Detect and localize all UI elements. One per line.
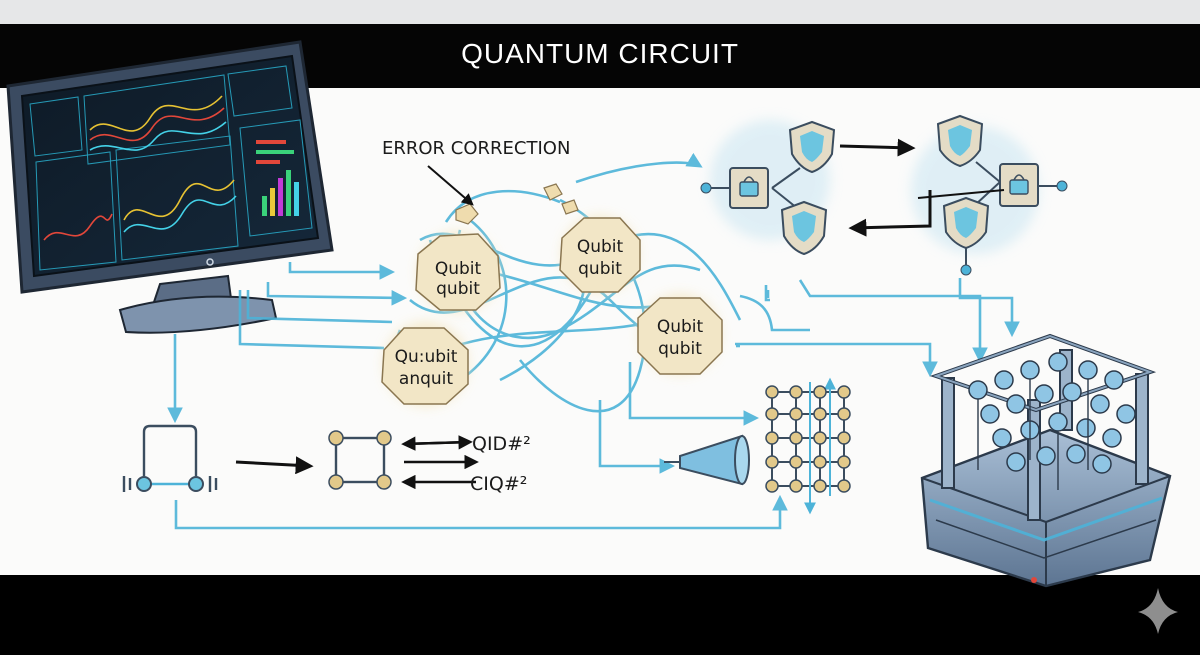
error-correction-network [700, 114, 1068, 276]
qubit-sublabel: qubit [658, 339, 702, 359]
qubit-label: Qubit [657, 317, 704, 337]
connector-line [917, 189, 1005, 199]
qubit-node-4: Qu:ubit anquit [381, 322, 469, 406]
page-title: QUANTUM CIRCUIT [461, 38, 739, 69]
screen-bars [256, 140, 299, 216]
sparkle-icon [1138, 588, 1178, 634]
qubit-node-1: Qubit qubit [415, 232, 501, 312]
error-blobs [455, 183, 579, 225]
shield-icon [936, 114, 984, 168]
lattice-icon [765, 377, 851, 515]
bottom-bar [0, 575, 1200, 655]
shield-icon [780, 200, 828, 256]
gate-symbol [122, 424, 218, 492]
arrow-return [848, 190, 932, 237]
arrow-to-gate [235, 456, 314, 475]
qubit-sublabel: qubit [436, 279, 480, 299]
lock-icon [999, 163, 1039, 207]
qubit-label: Qubit [577, 237, 624, 257]
qubit-node-3: Qubit qubit [637, 294, 723, 375]
qubit-sublabel: anquit [399, 369, 453, 389]
error-correction-pointer [427, 165, 474, 206]
lock-icon [729, 167, 769, 209]
qubit-dot [188, 476, 204, 492]
qubit-sublabel: qubit [578, 259, 622, 279]
qubit-label: Qu:ubit [395, 347, 458, 367]
qubit-label: Qubit [435, 259, 482, 279]
shield-icon [942, 196, 990, 250]
gate-arrows [401, 435, 479, 490]
screen-panels [29, 65, 313, 271]
qubit-dot [136, 476, 152, 492]
gate-label-lower: CIQ#² [470, 473, 527, 495]
qubit-node-2: Qubit qubit [559, 216, 641, 293]
monitor-icon [6, 40, 334, 334]
arrow-right [839, 138, 916, 157]
top-strip [0, 0, 1200, 24]
screen-waveforms [43, 95, 237, 241]
shield-icon [788, 120, 836, 174]
two-qubit-gate [328, 430, 392, 490]
quantum-processor-icon [920, 333, 1172, 588]
funnel-icon [664, 434, 750, 486]
gate-label-upper: QID#² [472, 433, 531, 455]
error-correction-label: ERROR CORRECTION [382, 138, 570, 159]
